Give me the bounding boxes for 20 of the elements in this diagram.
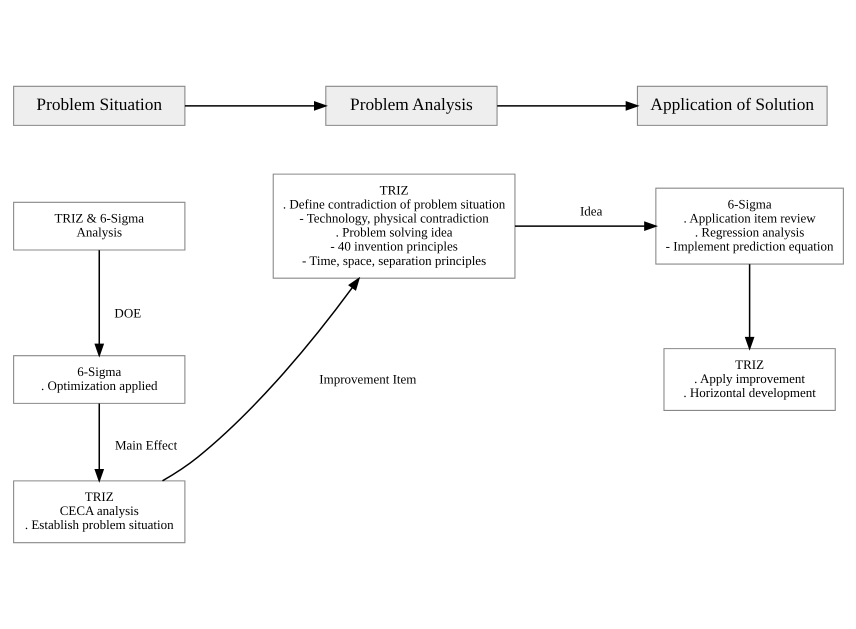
node-box: 6-Sigma . Application item review . Regression analysis - Implement prediction equation [654, 188, 844, 265]
arrow [184, 100, 328, 111]
edge-label: Main Effect [114, 438, 177, 453]
arrow [496, 100, 640, 111]
node-box: Problem Situation [12, 86, 185, 126]
node-box: Application of Solution [636, 86, 828, 126]
node-box: Problem Analysis [324, 86, 498, 126]
arrow [514, 221, 658, 232]
node-box: TRIZ . Define contradiction of problem situation - Technology, physical contradiction . Problem solving idea - 40 invention principles - Time, space, separation principles [272, 174, 515, 279]
edge-label: DOE [114, 305, 141, 320]
node-box: TRIZ . Apply improvement . Horizontal development [662, 348, 836, 411]
arrow [94, 404, 104, 483]
edge-label: Improvement Item [318, 371, 416, 386]
arrow [162, 276, 360, 482]
node-box: TRIZ CECA analysis . Establish problem situation [12, 480, 185, 544]
arrow [744, 264, 754, 351]
node-box: TRIZ & 6-Sigma Analysis [12, 202, 185, 251]
edge-label: Idea [579, 203, 602, 218]
arrow [94, 250, 104, 358]
node-box: 6-Sigma . Optimization applied [12, 355, 185, 404]
